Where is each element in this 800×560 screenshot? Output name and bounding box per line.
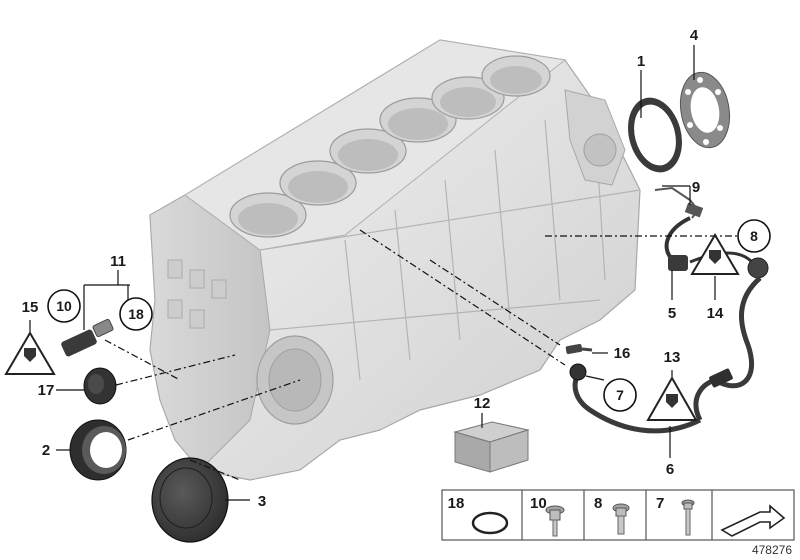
label-part-5: 5	[668, 305, 676, 322]
sealant-box-part-12	[453, 421, 530, 473]
shaft-seal-part-2	[69, 419, 127, 481]
part-labels: 1 4 9 5 14 13 16 6 12 11 15 17 2 3	[22, 27, 724, 510]
label-part-4: 4	[690, 27, 699, 44]
circled-labels: 8 7 10 18	[47, 219, 771, 412]
label-part-6: 6	[666, 461, 674, 478]
label-part-12: 12	[474, 395, 491, 412]
engine-block	[149, 39, 641, 481]
label-part-1: 1	[637, 53, 645, 70]
circled-label-7: 7	[616, 387, 624, 403]
circled-label-8: 8	[750, 228, 758, 244]
encoder-wheel-part-4	[679, 71, 731, 149]
label-part-3: 3	[258, 493, 266, 510]
seal-ring-part-1	[628, 97, 682, 173]
oil-sensor-part-10	[61, 318, 114, 357]
circled-label-10: 10	[56, 298, 72, 314]
label-part-9: 9	[692, 179, 700, 196]
label-part-16: 16	[614, 345, 631, 362]
label-part-2: 2	[42, 442, 50, 459]
sensor-part-16	[565, 343, 593, 355]
direction-arrow-icon	[720, 504, 786, 537]
warning-triangle-icon	[690, 233, 740, 275]
label-part-14: 14	[707, 305, 724, 322]
warning-triangle-icon	[646, 375, 698, 421]
label-part-15: 15	[22, 299, 39, 316]
bolt-icon	[612, 503, 630, 535]
legend-panel: 18 10 8 7	[441, 489, 795, 541]
label-part-17: 17	[38, 382, 55, 399]
warning-triangle-icon	[4, 331, 56, 375]
reference-number: 478276	[752, 543, 792, 557]
bolt-icon	[681, 499, 695, 536]
legend-label-10: 10	[530, 495, 547, 512]
plug-part-17	[83, 367, 117, 405]
label-part-11: 11	[110, 253, 126, 270]
legend-label-18: 18	[448, 495, 465, 512]
circled-label-18: 18	[128, 306, 144, 322]
label-part-13: 13	[664, 349, 681, 366]
legend-label-8: 8	[594, 495, 602, 512]
cover-part-3	[151, 457, 229, 543]
legend-label-7: 7	[656, 495, 664, 512]
leader-lines	[29, 45, 737, 501]
bolt-icon	[545, 505, 565, 537]
